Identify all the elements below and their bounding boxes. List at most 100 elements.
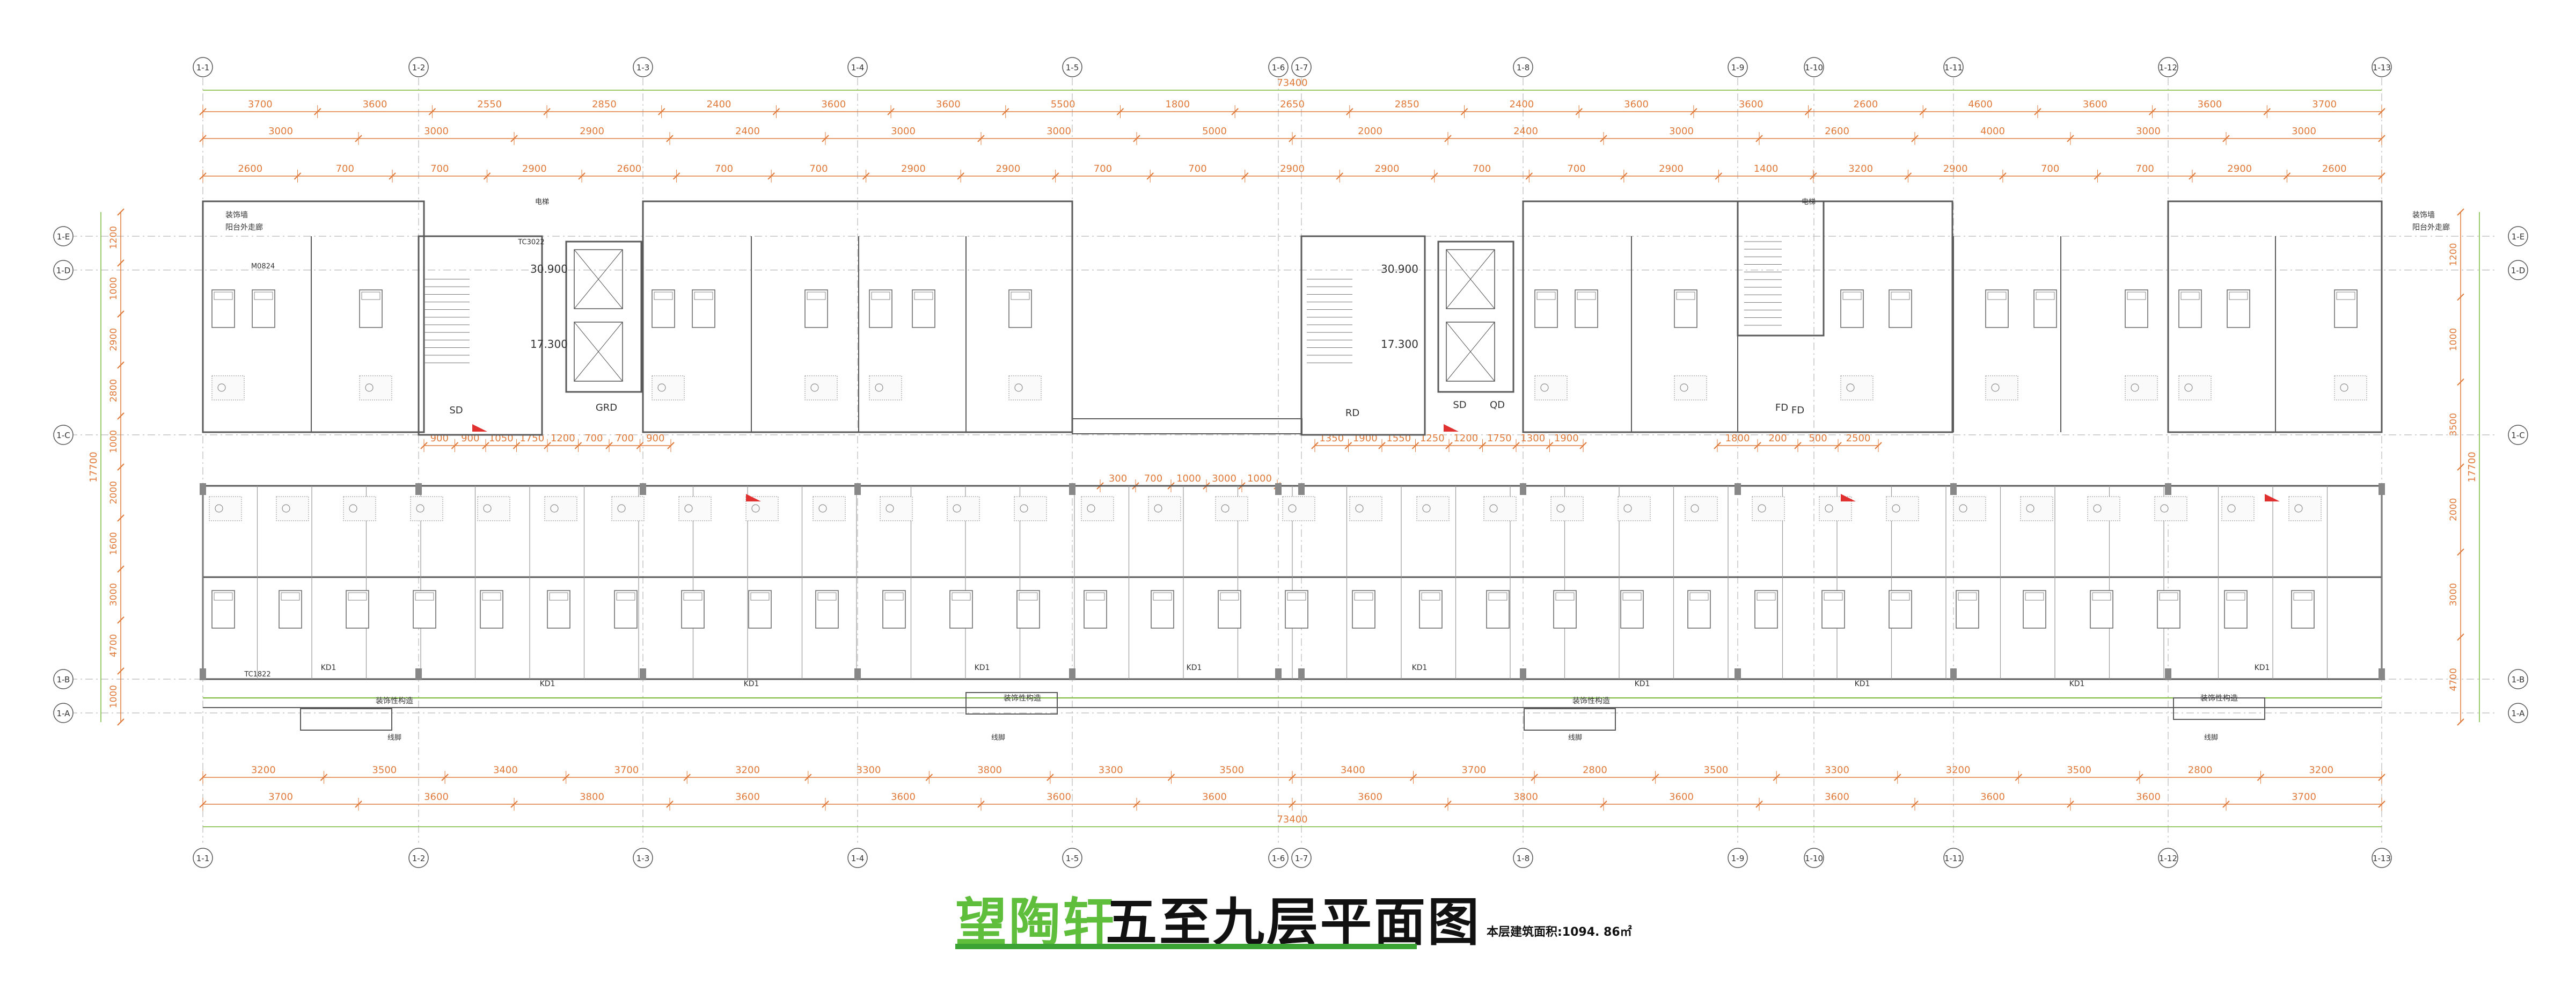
toilet-icon — [1288, 504, 1297, 513]
dim-top-row2-label: 3000 — [424, 126, 449, 137]
dim-top-row1-label: 2850 — [592, 99, 617, 110]
dim-top-row1-label: 2400 — [707, 99, 731, 110]
column — [1275, 668, 1282, 680]
bed-icon — [2125, 289, 2148, 328]
annotation-label: 线脚 — [387, 733, 401, 742]
column — [1735, 668, 1741, 680]
toilet-icon — [2340, 383, 2348, 392]
elevator-shaft-right — [1437, 241, 1514, 393]
dim-bottom-row2-label: 3600 — [2136, 791, 2161, 803]
pillow-icon — [1536, 292, 1556, 300]
bed-icon — [804, 289, 828, 328]
bed-icon — [1218, 590, 1241, 629]
corridor-note-label: 装饰性构造 — [2200, 694, 2238, 703]
dim-mid-right-label: 1800 — [1725, 433, 1750, 444]
stair-core-left — [418, 235, 543, 436]
window-tag-label: KD1 — [1412, 664, 1428, 672]
toilet-icon — [282, 504, 290, 513]
column — [1069, 668, 1075, 680]
grid-column-label: 1-4 — [851, 854, 865, 863]
toilet-icon — [2131, 383, 2139, 392]
dim-top-row2-label: 3000 — [268, 126, 293, 137]
dim-mid-left-label: 700 — [584, 433, 603, 444]
toilet-icon — [1892, 504, 1900, 513]
dim-top-row3-label: 2900 — [1280, 163, 1305, 174]
dim-left-label: 2900 — [108, 328, 119, 351]
column — [1275, 483, 1282, 495]
grid-column-label: 1-7 — [1295, 63, 1308, 72]
bed-icon — [692, 289, 715, 328]
pillow-icon — [1891, 592, 1910, 601]
pillow-icon — [1488, 592, 1507, 601]
dim-top-row1-label: 2650 — [1280, 99, 1305, 110]
dim-bottom-row1-label: 3500 — [2067, 764, 2091, 776]
toilet-icon — [810, 383, 819, 392]
window-tag-label: KD1 — [975, 664, 990, 672]
bathroom-icon — [1081, 496, 1114, 521]
column — [1950, 668, 1957, 680]
pillow-icon — [415, 592, 434, 601]
bathroom-icon — [2154, 496, 2187, 521]
bed-icon — [1821, 590, 1845, 629]
elevator-cross — [1446, 322, 1495, 382]
stair-core-east — [1737, 200, 1825, 337]
dim-top-row3-label: 1400 — [1754, 163, 1779, 174]
column — [854, 668, 861, 680]
grid-bubble — [1513, 57, 1533, 77]
dim-top-row3-label: 2600 — [2322, 163, 2347, 174]
pillow-icon — [914, 292, 933, 300]
toilet-icon — [1221, 504, 1230, 513]
grid-column-label: 1-1 — [196, 854, 210, 863]
bathroom-icon — [1953, 496, 1986, 521]
dim-mid-center-label: 1300 — [1520, 433, 1545, 444]
dim-left-tick — [117, 412, 125, 420]
dim-left-tick — [117, 361, 125, 369]
bed-icon — [1620, 590, 1644, 629]
grid-bubble — [1943, 57, 1964, 77]
dim-top-row2-label: 4000 — [1980, 126, 2005, 137]
dim-top-row2-label: 3000 — [2136, 126, 2161, 137]
pillow-icon — [683, 592, 702, 601]
annotation-label: 线脚 — [1568, 733, 1582, 742]
bed-icon — [1016, 590, 1040, 629]
bathroom-icon — [1014, 496, 1047, 521]
grid-column-label: 1-2 — [412, 854, 426, 863]
bathroom-icon — [276, 496, 309, 521]
dim-top-row3-label: 2600 — [238, 163, 262, 174]
bathroom-icon — [1349, 496, 1382, 521]
toilet-icon — [217, 383, 226, 392]
dim-left-tick — [117, 616, 125, 624]
grid-column-label: 1-4 — [851, 63, 865, 72]
bed-icon — [1674, 289, 1697, 328]
elevation-label: 30.900 — [1381, 263, 1418, 275]
bathroom-icon — [211, 375, 245, 400]
bathroom-icon — [2288, 496, 2322, 521]
pillow-icon — [254, 292, 273, 300]
annotation-label: TC3022 — [517, 238, 544, 246]
pillow-icon — [2229, 292, 2248, 300]
grid-column-label: 1-11 — [1944, 854, 1963, 863]
grid-bubble — [2508, 669, 2528, 689]
bathroom-icon — [2334, 375, 2367, 400]
pillow-icon — [2036, 292, 2055, 300]
dim-right-label: 3500 — [2448, 413, 2459, 436]
red-marker — [2265, 494, 2280, 501]
grid-lines — [70, 78, 2496, 843]
dim-bottom-row1-label: 3300 — [857, 764, 881, 776]
bathroom-icon — [1674, 375, 1707, 400]
pillow-icon — [549, 592, 568, 601]
bathroom-icon — [611, 496, 645, 521]
dim-top-row2-label: 3000 — [1046, 126, 1071, 137]
annotation-label: 电梯 — [1802, 198, 1816, 206]
pillow-icon — [1019, 592, 1038, 601]
window-tag-label: KD1 — [744, 680, 759, 688]
bathroom-icon — [209, 496, 242, 521]
bed-icon — [2157, 590, 2180, 629]
grid-bubble — [633, 848, 653, 868]
pillow-icon — [817, 592, 837, 601]
red-marker — [746, 494, 761, 501]
grid-bubble — [2508, 425, 2528, 445]
grid-column-label: 1-8 — [1517, 854, 1530, 863]
column — [1950, 483, 1957, 495]
dim-top-row3-label: 2900 — [1943, 163, 1968, 174]
